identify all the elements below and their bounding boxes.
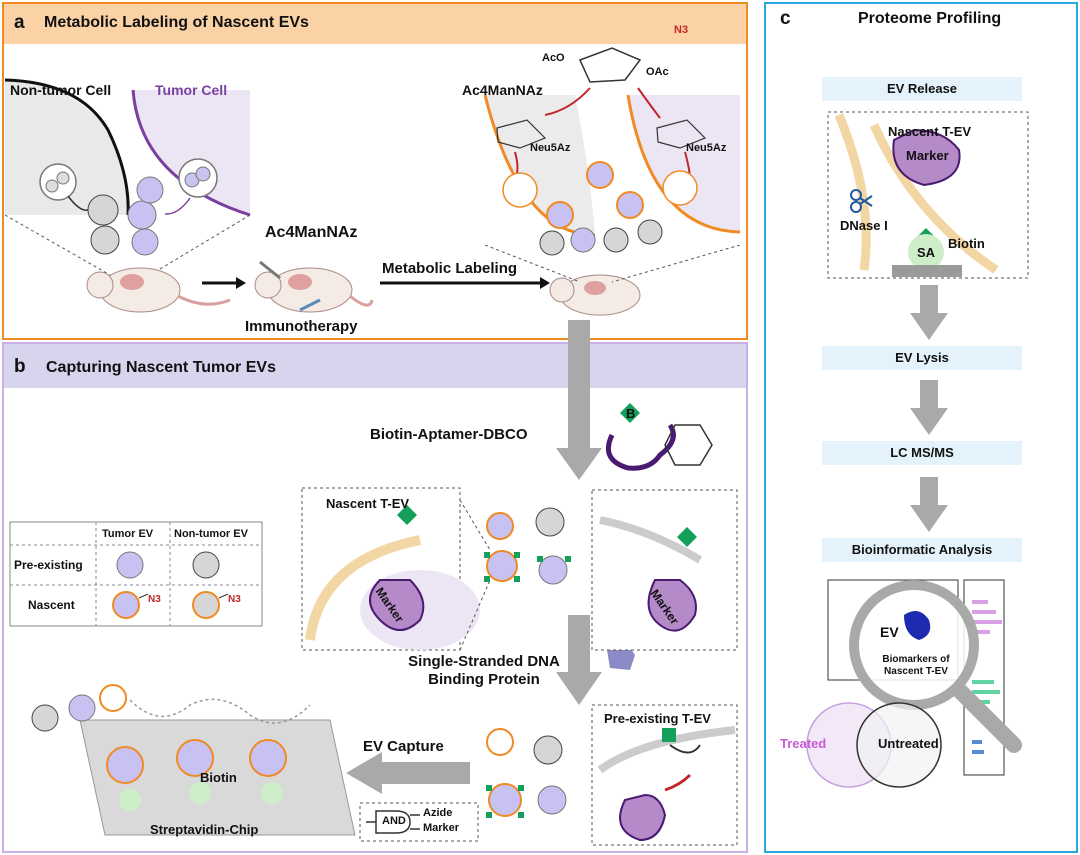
chip-label: Streptavidin-Chip (150, 822, 259, 837)
panel-a-illustration (4, 47, 741, 316)
non-tumor-cell-shape (5, 80, 130, 215)
table-row-nascent: Nascent (28, 598, 75, 612)
oac-label: OAc (646, 66, 669, 78)
panel-c-illustration (806, 111, 1029, 788)
panel-b (2, 342, 748, 853)
step-lc-msms: LC MS/MS (822, 441, 1022, 465)
ssb-label: Single-Stranded DNA Binding Protein (408, 653, 560, 688)
biotin-aptamer-label: Biotin-Aptamer-DBCO (370, 426, 528, 443)
nascent-tev-label-c: Nascent T-EV (888, 124, 972, 139)
metabolic-labeling-label: Metabolic Labeling (382, 260, 518, 277)
panel-b-header (4, 344, 746, 388)
ac4mannaz-structure-label: Ac4ManNAz (462, 82, 543, 98)
b-tag-aptamer: B (626, 406, 636, 421)
table-n3-nontumor: N3 (228, 594, 241, 605)
biotin-label-c: Biotin (948, 236, 985, 251)
panel-c (764, 2, 1078, 853)
step-ev-release: EV Release (822, 77, 1022, 101)
venn-untreated-label: Untreated (878, 736, 939, 751)
neu5az-right: Neu5Az (686, 142, 727, 154)
dnase-label: DNase I (840, 218, 888, 233)
neu5az-left: Neu5Az (530, 142, 571, 154)
panel-b-title: Capturing Nascent Tumor EVs (46, 359, 276, 376)
venn-treated-label: Treated (780, 736, 827, 751)
panel-a-header (4, 4, 746, 44)
tumor-cell-label: Tumor Cell (155, 82, 228, 98)
panel-c-letter: c (780, 8, 791, 29)
gate-input-marker: Marker (423, 822, 460, 834)
sa-label: SA (917, 245, 936, 260)
table-row-pre-existing: Pre-existing (14, 558, 83, 572)
panel-a-letter: a (14, 12, 25, 33)
non-tumor-cell-label: Non-tumor Cell (10, 82, 112, 98)
panel-a-title: Metabolic Labeling of Nascent EVs (44, 14, 309, 31)
step-ev-lysis: EV Lysis (822, 346, 1022, 370)
marker-label-c: Marker (906, 148, 949, 163)
mouse-3 (549, 274, 641, 316)
chip-vesicles (106, 739, 287, 811)
ev-label-c: EV (880, 624, 899, 640)
pre-existing-tev-label: Pre-existing T-EV (604, 711, 711, 726)
aco-label: AcO (542, 52, 565, 64)
immunotherapy-label: Immunotherapy (245, 318, 358, 335)
panel-b-illustration (9, 320, 738, 846)
panel-b-letter: b (14, 356, 26, 377)
table-header-tumor-ev: Tumor EV (102, 528, 154, 540)
panel-a (2, 2, 748, 340)
panel-c-title: Proteome Profiling (858, 10, 1002, 27)
step-bioinformatic-analysis: Bioinformatic Analysis (822, 538, 1022, 562)
table-n3-tumor: N3 (148, 594, 161, 605)
and-gate-label: AND (382, 815, 406, 827)
mouse-2 (254, 260, 374, 313)
gate-input-azide: Azide (423, 807, 453, 819)
nascent-tev-label-b: Nascent T-EV (326, 496, 410, 511)
ac4mannaz-label: Ac4ManNAz (265, 224, 358, 241)
table-header-non-tumor-ev: Non-tumor EV (174, 528, 248, 540)
ev-capture-label: EV Capture (363, 738, 444, 755)
n3-label-structure: N3 (674, 24, 689, 36)
biotin-label-chip: Biotin (200, 770, 237, 785)
biomarkers-label: Biomarkers of Nascent T-EV (882, 654, 950, 677)
mouse-1 (86, 267, 231, 313)
